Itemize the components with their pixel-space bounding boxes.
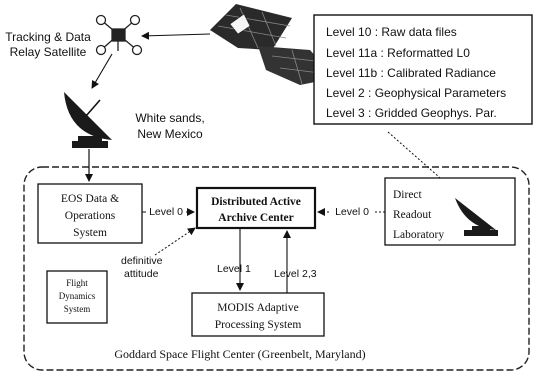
- level-line: Level 11a : Reformatted L0: [326, 46, 470, 60]
- level-line: Level 10 : Raw data files: [326, 25, 457, 39]
- tdrs-satellite-icon: [97, 16, 142, 55]
- level-line: Level 2 : Geophysical Parameters: [326, 86, 506, 100]
- flight-label-line1: Flight: [66, 278, 88, 288]
- white-sands-line1: White sands,: [135, 111, 204, 125]
- direct-label-line3: Laboratory: [393, 229, 444, 241]
- tdrs-to-ground-arrow: [92, 54, 112, 88]
- definitive-label: definitive: [121, 255, 163, 267]
- flight-label-line3: System: [64, 304, 91, 314]
- readout-daac-link-label: Level 0: [335, 206, 369, 218]
- eos-label-line1: EOS Data &: [61, 193, 119, 205]
- white-sands-line2: New Mexico: [137, 127, 203, 141]
- modis-label-line1: MODIS Adaptive: [217, 302, 298, 314]
- direct-label-line2: Readout: [393, 209, 432, 221]
- level-line: Level 11b : Calibrated Radiance: [326, 66, 496, 80]
- flight-label-line2: Dynamics: [59, 291, 96, 301]
- gsfc-label: Goddard Space Flight Center (Greenbelt, …: [114, 347, 365, 361]
- level-line: Level 3 : Gridded Geophys. Par.: [326, 106, 497, 120]
- tdrs-label-line1: Tracking & Data: [5, 30, 91, 44]
- ground-antenna-icon: [64, 92, 112, 148]
- direct-label-line1: Direct: [393, 189, 423, 201]
- terra-to-tdrs-arrow: [142, 34, 210, 36]
- modis-label-line2: Processing System: [215, 319, 302, 331]
- eos-daac-link-label: Level 0: [149, 206, 183, 218]
- eos-label-line2: Operations: [65, 210, 116, 222]
- flight-to-daac-dotted: [155, 228, 195, 255]
- eos-label-line3: System: [73, 227, 107, 239]
- daac-modis-link-label: Level 1: [217, 263, 251, 275]
- daac-label-line1: Distributed Active: [211, 196, 301, 208]
- attitude-label: attitude: [124, 268, 159, 280]
- daac-label-line2: Archive Center: [218, 212, 293, 224]
- modis-daac-link-label: Level 2,3: [274, 268, 317, 280]
- tdrs-label-line2: Relay Satellite: [10, 45, 87, 59]
